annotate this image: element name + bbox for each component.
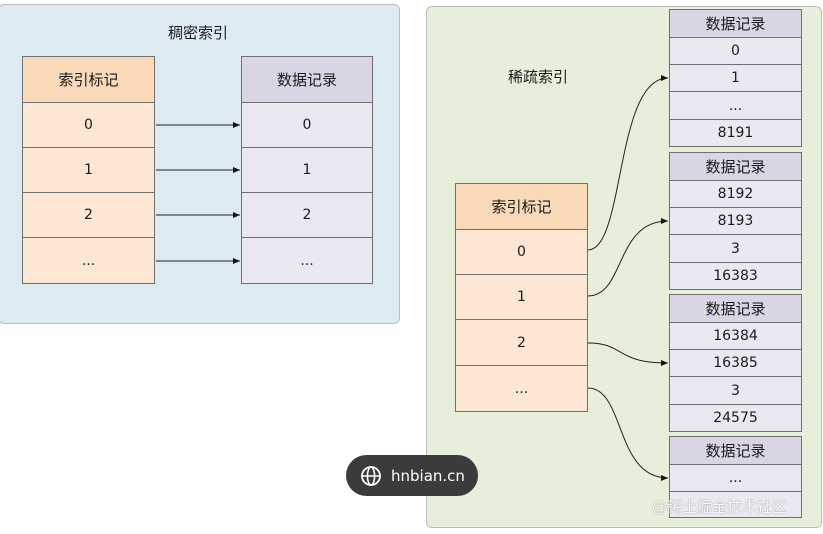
site-badge[interactable]: hnbian.cn bbox=[346, 455, 478, 496]
dense-index-header: 索引标记 bbox=[22, 56, 155, 103]
dense-record-cell-3: ... bbox=[241, 237, 373, 284]
sparse-index-cell-0: 0 bbox=[455, 229, 588, 275]
dense-record-header: 数据记录 bbox=[241, 56, 373, 103]
sparse-record-group-1-cell-3: 16383 bbox=[669, 262, 802, 290]
sparse-record-group-2-cell-3: 24575 bbox=[669, 404, 802, 432]
sparse-index-cell-3: ... bbox=[455, 365, 588, 412]
dense-index-cell-2: 2 bbox=[22, 192, 155, 238]
dense-record-cell-1: 1 bbox=[241, 147, 373, 193]
sparse-record-group-1-header: 数据记录 bbox=[669, 152, 802, 181]
sparse-record-group-1-cell-1: 8193 bbox=[669, 207, 802, 235]
sparse-record-group-3-header: 数据记录 bbox=[669, 436, 802, 465]
sparse-record-group-2-header: 数据记录 bbox=[669, 294, 802, 323]
sparse-record-group-2-cell-0: 16384 bbox=[669, 322, 802, 350]
dense-index-cell-3: ... bbox=[22, 237, 155, 284]
sparse-record-group-0-cell-3: 8191 bbox=[669, 119, 802, 147]
sparse-index-header: 索引标记 bbox=[455, 183, 588, 230]
globe-icon bbox=[361, 465, 381, 486]
dense-index-title: 稠密索引 bbox=[168, 24, 229, 42]
sparse-record-group-1-cell-0: 8192 bbox=[669, 180, 802, 208]
sparse-record-group-2-cell-1: 16385 bbox=[669, 349, 802, 377]
sparse-record-group-1-cell-2: 3 bbox=[669, 234, 802, 263]
dense-index-cell-1: 1 bbox=[22, 147, 155, 193]
sparse-record-group-0-cell-1: 1 bbox=[669, 64, 802, 92]
watermark: @稀土掘金技术社区 bbox=[652, 498, 788, 516]
sparse-index-cell-2: 2 bbox=[455, 319, 588, 366]
sparse-record-group-3-cell-0: ... bbox=[669, 464, 802, 492]
sparse-record-group-2-cell-2: 3 bbox=[669, 376, 802, 405]
sparse-index-cell-1: 1 bbox=[455, 274, 588, 320]
sparse-record-group-0-cell-0: 0 bbox=[669, 37, 802, 65]
dense-record-cell-0: 0 bbox=[241, 102, 373, 148]
sparse-record-group-3-cell-1 bbox=[669, 491, 802, 518]
dense-record-cell-2: 2 bbox=[241, 192, 373, 238]
sparse-record-group-0-header: 数据记录 bbox=[669, 9, 802, 38]
site-badge-label: hnbian.cn bbox=[391, 466, 465, 485]
sparse-index-title: 稀疏索引 bbox=[508, 68, 569, 86]
sparse-record-group-0-cell-2: ... bbox=[669, 91, 802, 120]
dense-index-cell-0: 0 bbox=[22, 102, 155, 148]
